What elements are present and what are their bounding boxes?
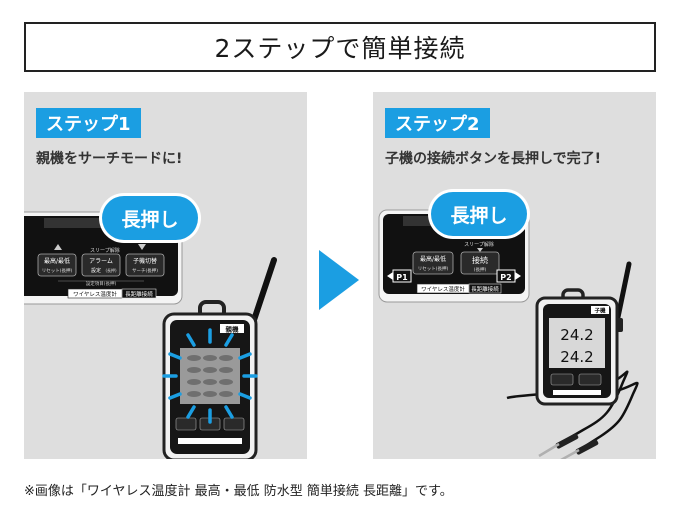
- p2-label: P2: [500, 273, 511, 282]
- up-triangle-icon: [54, 244, 62, 250]
- long-press-bubble: 長押し: [431, 192, 527, 236]
- brand-strip-1: ワイヤレス温度計: [421, 285, 465, 293]
- step-2-badge: ステップ2: [385, 108, 490, 138]
- step-1-caption: 親機をサーチモードに!: [36, 151, 183, 167]
- long-press-bubble: 長押し: [102, 196, 198, 240]
- svg-text:最高/最低: 最高/最低: [44, 257, 70, 265]
- sleep-label: スリープ解除: [90, 247, 120, 254]
- brand-strip-2: 長距離接続: [125, 290, 153, 298]
- down-triangle-icon: [138, 244, 146, 250]
- sleep-label: スリープ解除: [464, 241, 494, 248]
- settings-label: 設定項目(長押): [86, 280, 117, 287]
- parent-device: 親機: [162, 257, 277, 459]
- max-min-button[interactable]: 最高/最低 リセット(長押): [37, 253, 77, 277]
- brand-strip-2: 長距離接続: [471, 285, 499, 293]
- svg-text:接続: 接続: [472, 255, 488, 265]
- svg-text:(長押): (長押): [105, 267, 117, 273]
- svg-text:リセット(長押): リセット(長押): [42, 267, 73, 274]
- down-triangle-icon: [477, 248, 483, 252]
- flash-rays-icon: [162, 328, 258, 424]
- step-2-caption: 子機の接続ボタンを長押しで完了!: [385, 151, 601, 167]
- svg-text:アラーム: アラーム: [89, 258, 113, 265]
- child-device: 子機 24.2 24.2: [506, 261, 639, 459]
- svg-text:サーチ(長押): サーチ(長押): [132, 267, 158, 274]
- svg-text:最高/最低: 最高/最低: [420, 255, 446, 263]
- step-1-panel: ステップ1 親機をサーチモードに! スリープ解除 最高/最低 リセット(長押) …: [24, 92, 307, 459]
- reading-1: 24.2: [560, 326, 593, 344]
- step-2-panel: ステップ2 子機の接続ボタンを長押しで完了! スリープ解除 最高/最低 リセット…: [373, 92, 656, 459]
- svg-text:設定: 設定: [91, 267, 101, 274]
- max-min-button[interactable]: 最高/最低 リセット(長押): [412, 251, 454, 275]
- footnote: ※画像は「ワイヤレス温度計 最高・最低 防水型 簡単接続 長距離」です。: [24, 484, 453, 499]
- p1-label: P1: [396, 273, 408, 282]
- parent-tag: 親機: [226, 325, 240, 334]
- svg-text:(長押): (長押): [474, 266, 487, 273]
- svg-text:子機切替: 子機切替: [133, 257, 157, 265]
- reading-2: 24.2: [560, 348, 593, 366]
- step-2-illustration: スリープ解除 最高/最低 リセット(長押) 接続 (長押) P1 P2 ワイヤレ…: [378, 209, 639, 459]
- child-switch-button[interactable]: 子機切替 サーチ(長押): [125, 253, 165, 277]
- page-title: 2ステップで簡単接続: [24, 22, 656, 72]
- connect-button[interactable]: 接続 (長押): [460, 251, 500, 275]
- brand-strip-1: ワイヤレス温度計: [73, 290, 117, 298]
- step-1-badge: ステップ1: [36, 108, 141, 138]
- alarm-button[interactable]: アラーム 設定 (長押): [81, 253, 121, 277]
- svg-text:リセット(長押): リセット(長押): [418, 265, 449, 272]
- step-1-illustration: スリープ解除 最高/最低 リセット(長押) アラーム 設定 (長押) 子機切替 …: [24, 211, 277, 459]
- child-tag: 子機: [594, 307, 606, 315]
- next-step-arrow-icon: [319, 250, 359, 310]
